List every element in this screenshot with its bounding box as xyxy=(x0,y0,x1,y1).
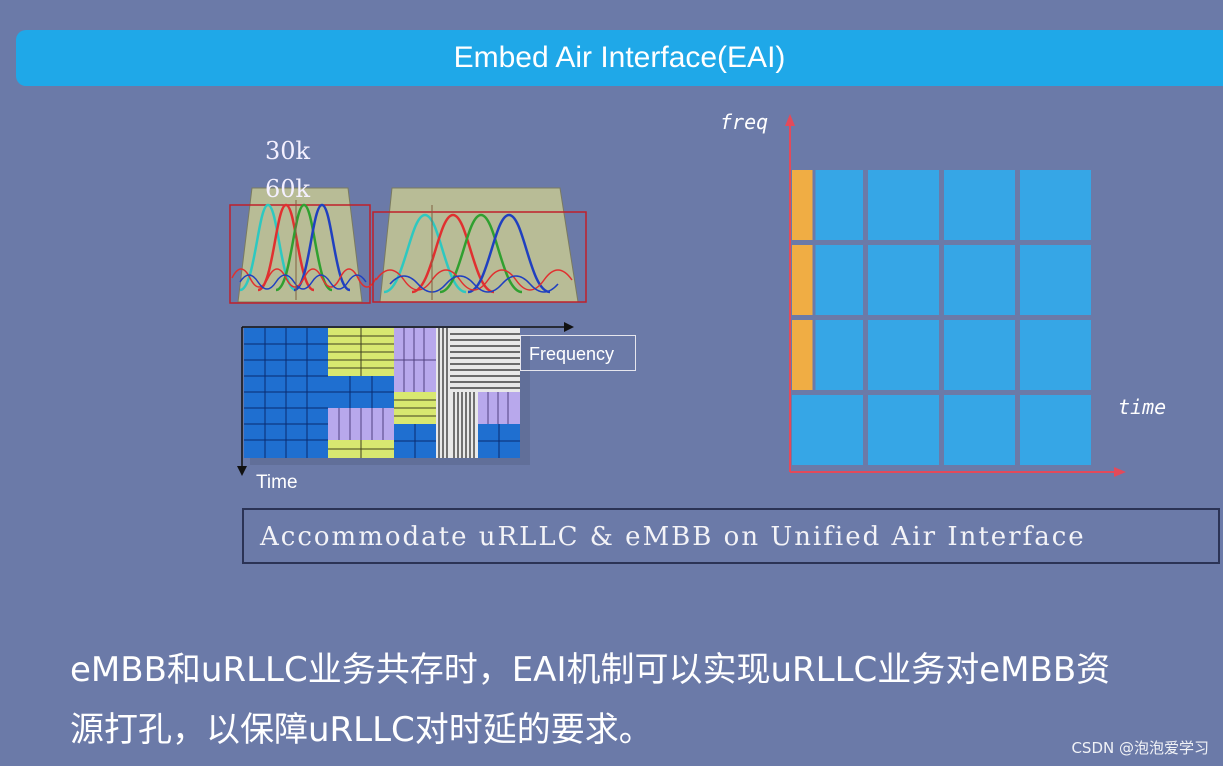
embb-resource-block xyxy=(868,245,939,315)
resource-grid xyxy=(244,328,530,465)
waveform-panel-30k xyxy=(229,187,377,304)
left-axes xyxy=(237,322,574,476)
tf-axes xyxy=(785,114,1126,477)
time-label: Time xyxy=(256,472,298,493)
embb-resource-block xyxy=(1020,395,1091,465)
embb-resource-block xyxy=(944,245,1015,315)
embb-resource-block xyxy=(944,320,1015,390)
embb-resource-block xyxy=(868,395,939,465)
waveform-panel-60k xyxy=(372,187,587,303)
description-line-2: 源打孔，以保障uRLLC对时延的要求。 xyxy=(70,710,653,750)
embb-resource-block xyxy=(1020,245,1091,315)
urllc-puncture-block xyxy=(792,245,814,315)
embb-resource-block xyxy=(1020,320,1091,390)
time-axis-label: time xyxy=(1118,395,1167,419)
scs-label-30k: 30k xyxy=(265,137,311,165)
embb-resource-block xyxy=(944,170,1015,240)
urllc-puncture-block xyxy=(792,170,814,240)
embb-resource-block xyxy=(944,395,1015,465)
caption: Accommodate uRLLC & eMBB on Unified Air … xyxy=(242,508,1220,564)
embb-resource-block xyxy=(868,170,939,240)
description-text: eMBB和uRLLC业务共存时，EAI机制可以实现uRLLC业务对eMBB资 源… xyxy=(70,640,1200,760)
frequency-label: Frequency xyxy=(520,335,636,371)
description-line-1: eMBB和uRLLC业务共存时，EAI机制可以实现uRLLC业务对eMBB资 xyxy=(70,650,1111,690)
embb-resource-block xyxy=(792,395,863,465)
tf-grid xyxy=(792,170,1091,465)
urllc-puncture-block xyxy=(792,320,814,390)
page-title: Embed Air Interface(EAI) xyxy=(16,30,1223,86)
freq-axis-label: freq xyxy=(720,110,769,134)
scs-label-60k: 60k xyxy=(265,175,311,203)
embb-resource-block xyxy=(868,320,939,390)
watermark: CSDN @泡泡爱学习 xyxy=(1071,739,1209,757)
embb-resource-block xyxy=(1020,170,1091,240)
